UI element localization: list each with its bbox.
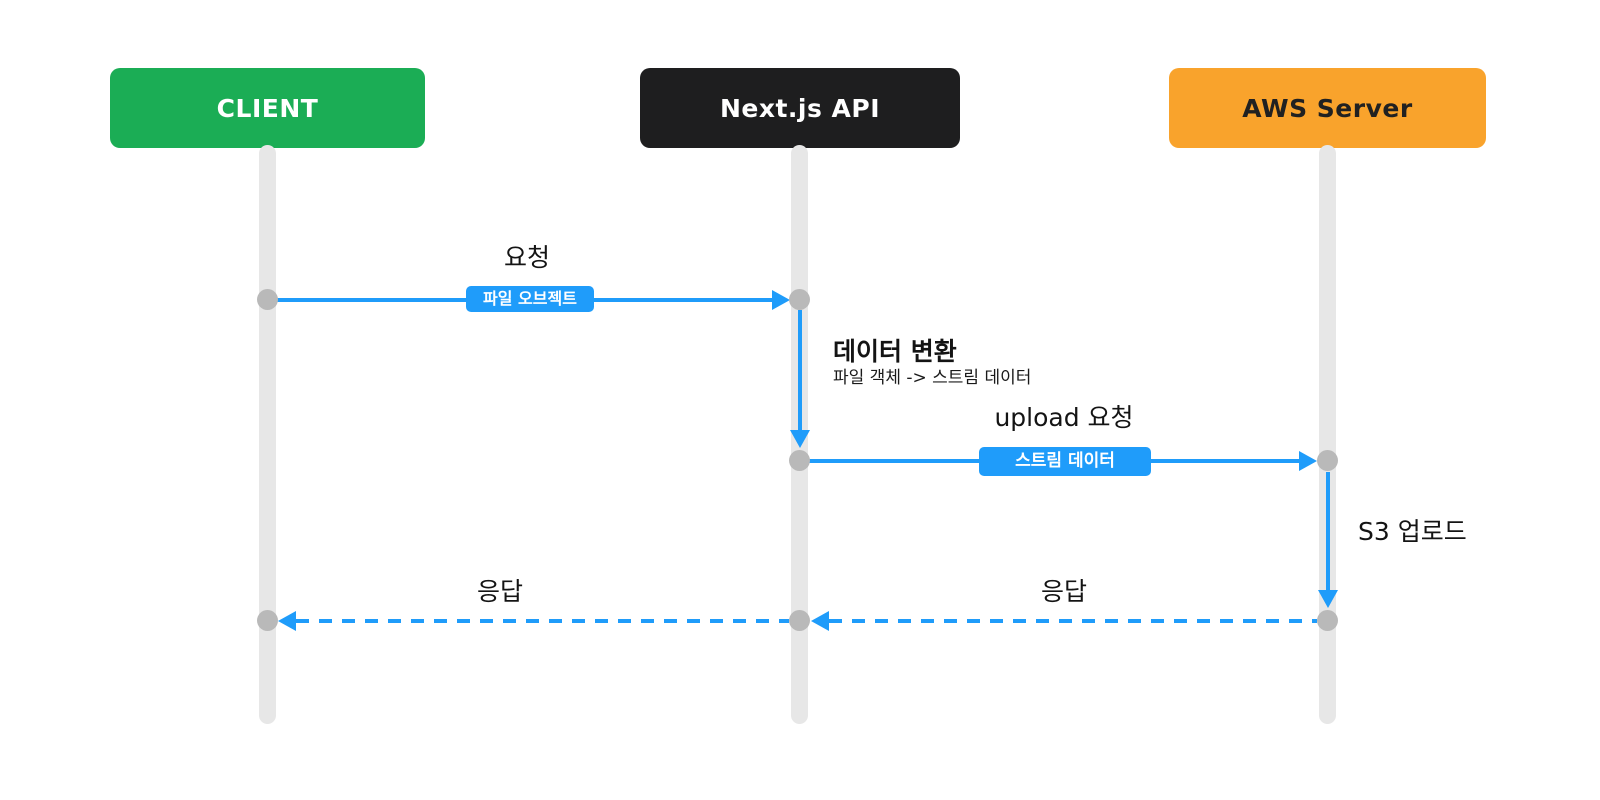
- message-label-transform: 데이터 변환: [833, 337, 957, 366]
- connection-dot: [1317, 610, 1338, 631]
- arrow-s3-upload-line: [1326, 472, 1330, 590]
- connection-dot: [789, 450, 810, 471]
- connection-dot: [257, 610, 278, 631]
- arrowhead-down-icon: [1318, 590, 1338, 608]
- arrowhead-left-icon: [811, 611, 829, 631]
- arrow-response-client-line: [296, 619, 789, 623]
- actor-client: CLIENT: [110, 68, 425, 148]
- message-label-response-client: 응답: [476, 577, 523, 606]
- connection-dot: [789, 289, 810, 310]
- actor-aws-server: AWS Server: [1169, 68, 1486, 148]
- arrow-response-aws-line: [829, 619, 1317, 623]
- actor-nextjs-api: Next.js API: [640, 68, 960, 148]
- arrowhead-left-icon: [278, 611, 296, 631]
- message-badge-file-object: 파일 오브젝트: [466, 286, 594, 312]
- arrowhead-right-icon: [772, 290, 790, 310]
- connection-dot: [1317, 450, 1338, 471]
- connection-dot: [257, 289, 278, 310]
- message-label-upload-request: upload 요청: [994, 403, 1134, 432]
- message-label-request: 요청: [503, 243, 550, 272]
- arrowhead-down-icon: [790, 430, 810, 448]
- message-label-s3-upload: S3 업로드: [1358, 517, 1467, 546]
- message-label-response-aws: 응답: [1040, 577, 1087, 606]
- arrowhead-right-icon: [1299, 451, 1317, 471]
- message-sublabel-transform: 파일 객체 -> 스트림 데이터: [833, 368, 1032, 388]
- lifeline-client: [259, 145, 276, 724]
- lifeline-aws-server: [1319, 145, 1336, 724]
- message-badge-stream-data: 스트림 데이터: [979, 447, 1151, 476]
- connection-dot: [789, 610, 810, 631]
- arrow-transform-line: [798, 310, 802, 430]
